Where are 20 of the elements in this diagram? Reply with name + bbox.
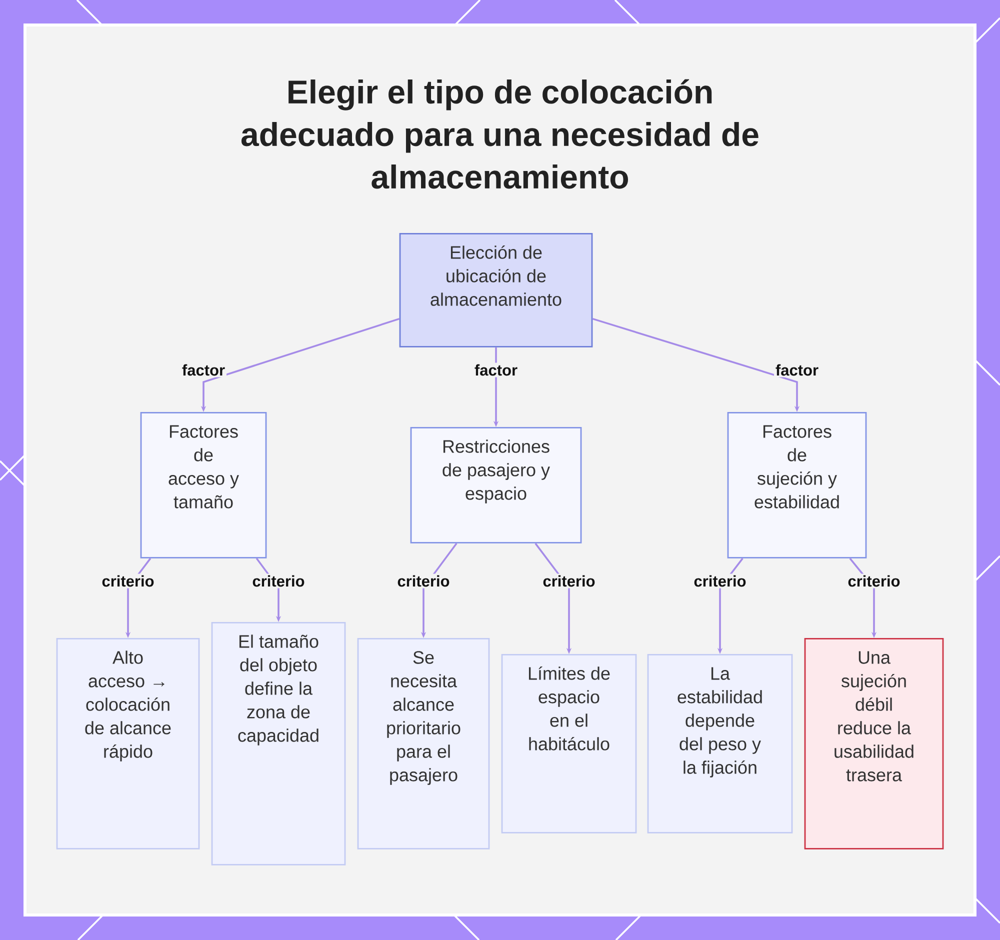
criterion-box: Alto acceso → colocación de alcance rápido xyxy=(56,638,200,850)
title: Elegir el tipo de colocación adecuado para una necesidad de almacenamiento xyxy=(241,79,758,189)
edge-label: factor xyxy=(472,362,520,378)
edge-label: factor xyxy=(180,362,227,378)
edge-label: criterio xyxy=(396,574,452,588)
edge-label: criterio xyxy=(100,574,156,588)
category-box: Restricciones de pasajero y espacio xyxy=(410,427,582,544)
criterion-box: El tamaño del objeto define la zona de capacidad xyxy=(211,622,346,866)
category-box: Factores de acceso y tamaño xyxy=(140,412,267,558)
edge-label: criterio xyxy=(692,574,748,588)
edge-label: criterio xyxy=(541,574,597,588)
edge-label: factor xyxy=(774,362,820,378)
criterion-box: Límites de espacio en el habitáculo xyxy=(501,654,637,834)
criterion-box: Se necesita alcance prioritario para el pasajero xyxy=(357,638,490,850)
root-box: Elección de ubicación de almacenamiento xyxy=(399,233,593,348)
edge-label: criterio xyxy=(846,574,902,588)
category-box: Factores de sujeción y estabilidad xyxy=(727,412,867,558)
highlighted-box: Una sujeción débil reduce la usabilidad trasera xyxy=(804,638,944,850)
criterion-box: La estabilidad depende del peso y la fijación xyxy=(647,654,793,834)
edge-label: criterio xyxy=(250,574,306,588)
